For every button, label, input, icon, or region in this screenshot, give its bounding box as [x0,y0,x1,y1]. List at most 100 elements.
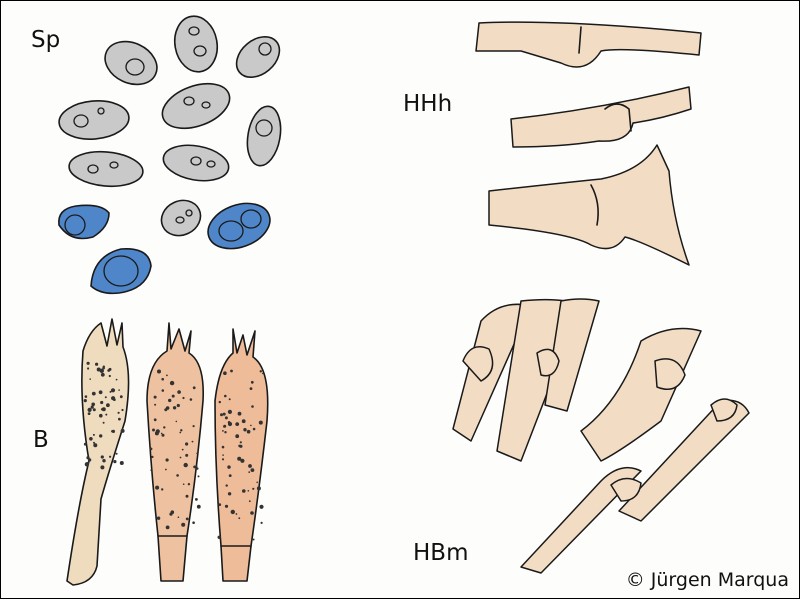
granule-dot [93,443,98,448]
granule-dot [256,486,261,491]
panel-label-spores: Sp [31,27,61,53]
granule-dot [161,433,165,437]
granule-dot [165,525,170,530]
granule-dot [227,492,232,496]
granule-dot [196,504,201,509]
granule-dot [218,400,221,404]
granule-dot [185,453,189,457]
granule-dot [87,412,91,415]
granule-dot [228,398,231,401]
granule-dot [83,442,87,446]
granule-dot [153,395,157,399]
granule-dot [98,390,103,395]
granule-dot [151,455,154,459]
granule-dot [111,396,116,401]
granule-dot [181,522,186,527]
granule-dot [222,454,224,456]
spore [58,204,110,240]
granule-dot [115,378,118,381]
clamp [610,477,642,502]
granule-dot [185,494,189,498]
granule-dot [217,535,221,539]
granule-dot [262,372,264,375]
granule-dot [109,455,112,458]
granule-dot [220,413,223,417]
granule-dot [223,424,227,428]
granule-dot [100,455,104,459]
granule-dot [222,430,224,432]
granule-dot [235,422,240,426]
granule-dot [161,377,164,381]
granule-dot [237,456,242,461]
granule-dot [185,442,189,446]
granule-dot [111,430,114,433]
granule-dot [106,403,110,408]
granule-dot [259,504,264,509]
granule-dot [153,418,157,422]
granule-dot [155,429,160,434]
granule-dot [172,406,177,410]
granule-dot [249,387,253,390]
granule-dot [258,420,263,425]
granule-dot [102,366,105,370]
granule-dot [160,432,163,435]
granule-dot [99,413,103,418]
spore [173,15,219,73]
granule-dot [177,390,181,394]
granule-dot [240,458,245,463]
granule-dot [227,421,233,427]
granule-dot [166,374,168,377]
granule-dot [91,402,95,407]
hhh-hyphae-group [475,21,702,266]
granule-dot [118,389,120,391]
granule-dot [179,456,182,459]
granule-dot [155,485,160,490]
copyright-credit: © Jürgen Marqua [625,569,789,591]
granule-dot [165,468,167,471]
granule-dot [195,467,199,470]
granule-dot [115,452,118,455]
granule-dot [157,369,161,374]
granule-dot [168,398,172,403]
granule-dot [221,458,225,461]
granule-dot [152,428,155,432]
basidium [146,322,205,582]
granule-dot [260,521,263,525]
granule-dot [93,441,95,444]
granule-dot [110,388,116,393]
basidium-granules [83,361,264,541]
granule-dot [84,395,88,398]
granule-dot [238,517,241,520]
granule-dot [105,413,108,416]
granule-dot [251,405,254,408]
granule-dot [246,429,251,434]
spore [90,248,152,295]
granule-dot [102,459,106,463]
clamp [710,398,738,422]
granule-dot [252,538,255,541]
granule-dot [252,487,255,490]
granule-dot [230,369,233,373]
granule-dot [191,440,194,443]
granule-dot [99,368,105,373]
granule-dot [230,509,235,515]
spore [58,100,130,140]
granule-dot [248,464,252,468]
granule-dot [87,407,92,412]
granule-dot [92,433,95,436]
spores-group [58,15,282,295]
granule-dot [237,411,242,416]
granule-dot [250,511,254,515]
granule-dot [182,483,185,486]
granule-dot [243,428,247,432]
granule-dot [164,408,168,412]
granule-dot [161,488,164,491]
granule-dot [224,504,229,508]
granule-dot [192,425,195,428]
granule-dot [176,474,179,477]
granule-dot [86,461,90,464]
granule-dot [195,498,198,501]
granule-dot [119,395,123,399]
